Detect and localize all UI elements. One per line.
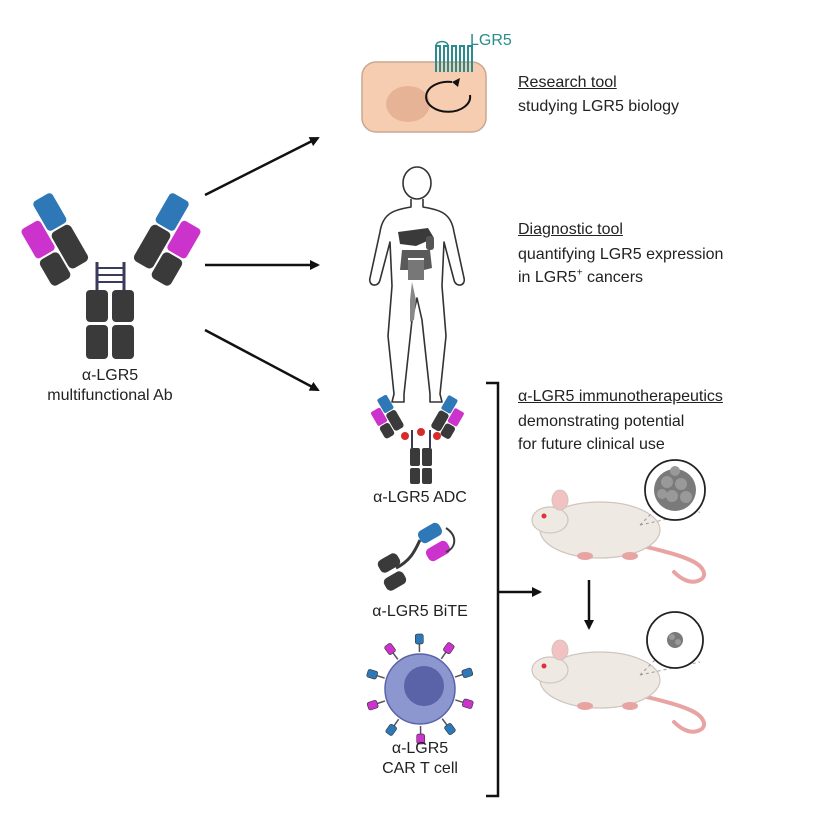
mouse-before-treatment-icon xyxy=(531,489,707,584)
main-antibody-label: α-LGR5 multifunctional Ab xyxy=(30,366,190,406)
research-tool-description: studying LGR5 biology xyxy=(518,98,679,115)
car-receptor-icon xyxy=(454,667,474,679)
car-t-label-line2: CAR T cell xyxy=(382,760,458,777)
car-receptor-icon xyxy=(366,699,386,711)
lgr5-receptor-icon xyxy=(435,40,473,72)
car-receptor-icon xyxy=(440,642,455,660)
diagnostic-tool-heading: Diagnostic tool xyxy=(518,221,623,238)
car-receptor-icon xyxy=(416,725,426,745)
therapeutics-bracket xyxy=(486,381,500,798)
bite-label: α-LGR5 BiTE xyxy=(372,603,468,620)
main-antibody-label-line2: multifunctional Ab xyxy=(47,387,173,404)
organs-icon xyxy=(398,228,434,322)
diagnostic-line2-suffix: cancers xyxy=(582,269,644,286)
mouse-after-treatment-icon xyxy=(531,639,707,734)
main-antibody-icon xyxy=(21,193,201,359)
adc-label: α-LGR5 ADC xyxy=(373,489,467,506)
diagnostic-line2-prefix: in LGR5 xyxy=(518,269,577,286)
small-tumor-icon xyxy=(646,611,704,669)
car-receptor-icon xyxy=(455,698,474,709)
human-body-icon xyxy=(368,166,466,403)
diagnostic-tool-description-line1: quantifying LGR5 expression xyxy=(518,246,724,263)
lgr5-receptor-label: LGR5 xyxy=(470,32,512,49)
immunotherapeutics-description-line2: for future clinical use xyxy=(518,436,665,453)
research-tool-heading: Research tool xyxy=(518,74,617,91)
car-receptor-icon xyxy=(384,643,399,660)
diagnostic-tool-description-line2: in LGR5+ cancers xyxy=(518,266,643,289)
immunotherapeutics-description-line1: demonstrating potential xyxy=(518,413,685,430)
large-tumor-icon xyxy=(644,459,706,521)
car-receptor-icon xyxy=(414,633,424,653)
car-t-label: α-LGR5 CAR T cell xyxy=(350,739,490,779)
main-antibody-label-line1: α-LGR5 xyxy=(81,367,139,384)
adc-antibody-icon xyxy=(371,394,464,484)
car-t-label-line1: α-LGR5 xyxy=(391,740,449,757)
car-receptor-icon xyxy=(385,718,400,736)
car-receptor-icon xyxy=(441,718,456,735)
bite-icon xyxy=(377,522,456,591)
arrow-to-research xyxy=(204,136,320,197)
arrow-to-therapeutics xyxy=(204,328,320,392)
immunotherapeutics-heading: α-LGR5 immunotherapeutics xyxy=(518,388,723,405)
car-receptor-icon xyxy=(366,669,385,680)
car-receptors xyxy=(366,633,474,745)
car-t-cell-icon xyxy=(384,653,456,725)
diagnostic-line2-sup: + xyxy=(576,267,583,279)
cell-icon xyxy=(361,61,487,133)
